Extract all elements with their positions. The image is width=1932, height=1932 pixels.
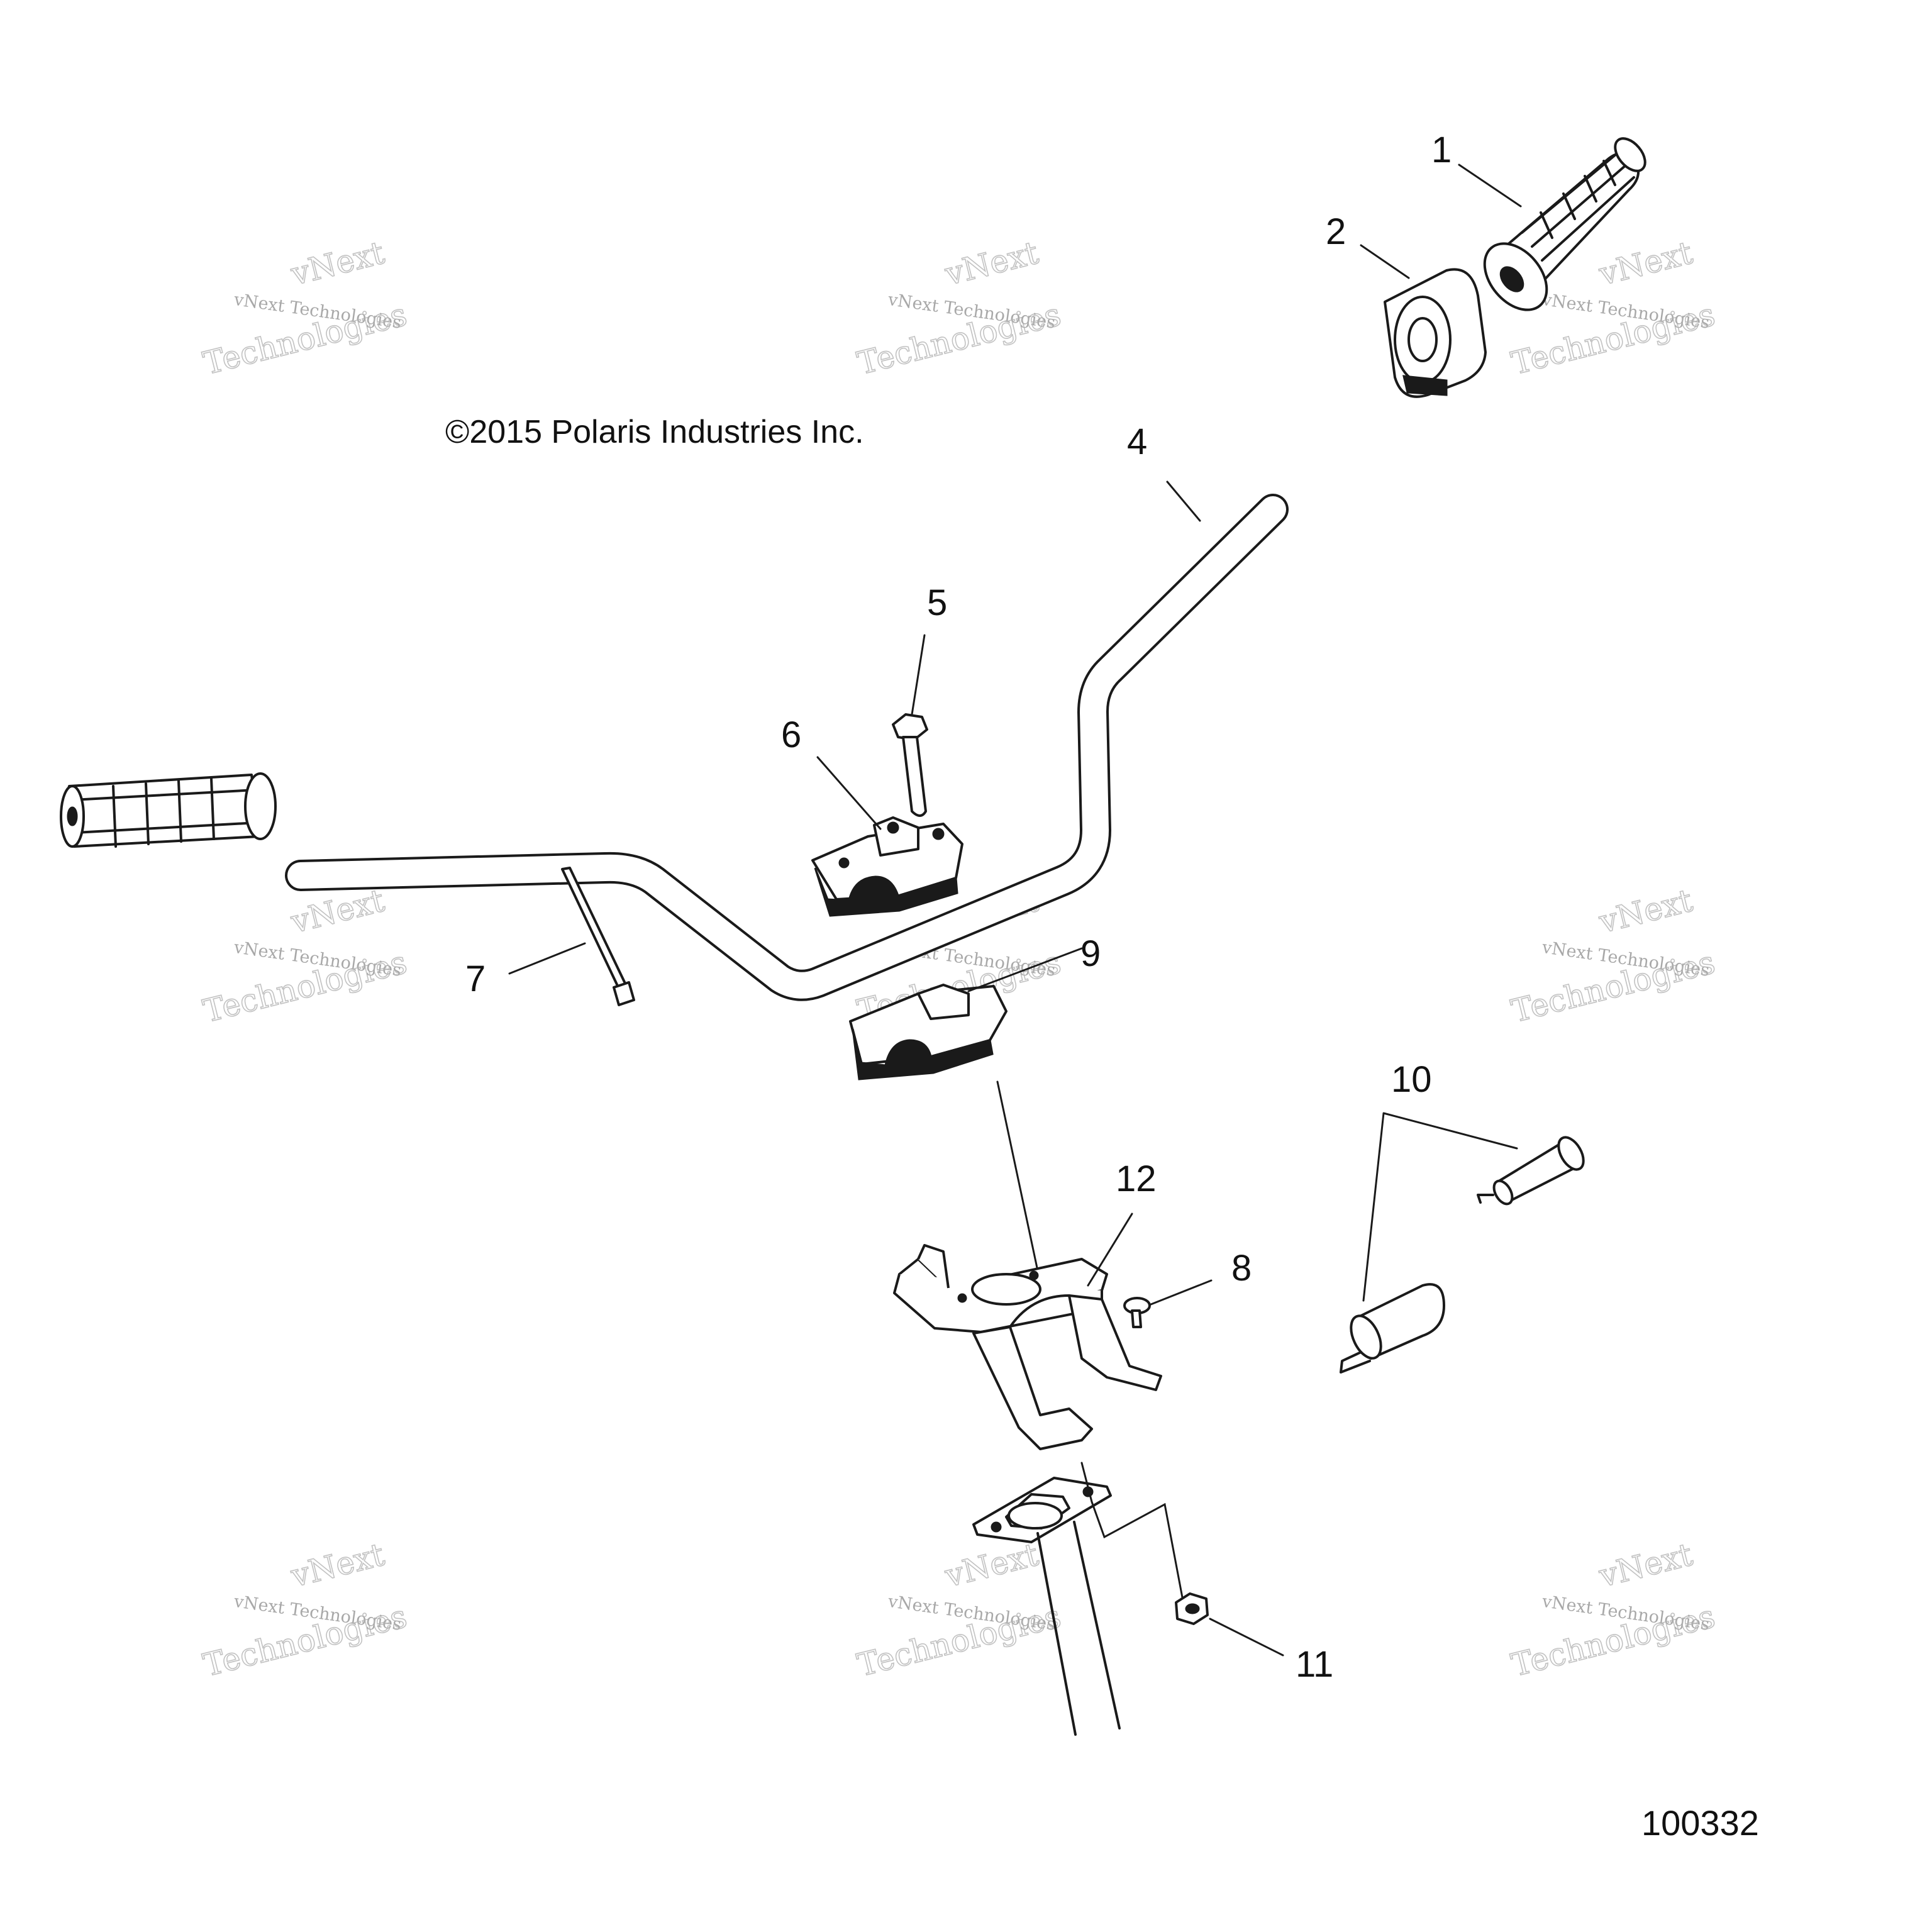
left-grip (60, 772, 277, 848)
watermark: vNext vNext Technologies Technologies (199, 882, 411, 1030)
watermark: vNext vNext Technologies Technologies (199, 234, 411, 382)
part-8-screw (1123, 1279, 1213, 1328)
copyright-text: ©2015 Polaris Industries Inc. (445, 414, 864, 450)
part-2-throttle-housing (1360, 244, 1487, 398)
callout-labels: 1 2 4 5 6 7 8 9 10 11 12 (465, 130, 1452, 1685)
callout-7: 7 (465, 958, 486, 999)
svg-text:vNext: vNext (941, 235, 1041, 293)
callout-6: 6 (781, 714, 801, 755)
callout-4: 4 (1127, 421, 1147, 462)
callout-10: 10 (1391, 1059, 1432, 1100)
part-5-bolt (892, 634, 928, 817)
part-4-handlebar (285, 480, 1289, 1001)
watermark: vNext vNext Technologies Technologies (1507, 1536, 1719, 1684)
watermark: vNext vNext Technologies Technologies (853, 234, 1065, 382)
part-11-nut (1175, 1592, 1284, 1657)
callout-1: 1 (1431, 130, 1452, 170)
callout-8: 8 (1231, 1248, 1252, 1289)
watermark-grid: vNext vNext Technologies Technologies vN… (199, 234, 1719, 1684)
watermark: vNext vNext Technologies Technologies (1507, 882, 1719, 1030)
part-7-cable-tie (508, 867, 635, 1006)
callout-12: 12 (1116, 1158, 1157, 1199)
callout-11: 11 (1296, 1644, 1333, 1685)
part-12-bracket (893, 1080, 1162, 1450)
part-1-right-grip (1458, 137, 1646, 311)
steering-post (972, 1462, 1184, 1736)
svg-text:vNext: vNext (1595, 882, 1696, 941)
callout-9: 9 (1080, 933, 1101, 974)
svg-text:vNext: vNext (1595, 1536, 1696, 1595)
svg-text:vNext: vNext (1595, 235, 1696, 293)
diagram-number: 100332 (1641, 1803, 1759, 1843)
svg-text:vNext: vNext (941, 1536, 1041, 1595)
callout-2: 2 (1326, 211, 1346, 252)
watermark: vNext vNext Technologies Technologies (853, 1536, 1065, 1684)
part-10-switch-assembly (1340, 1112, 1585, 1374)
svg-text:vNext: vNext (287, 1536, 387, 1595)
watermark: vNext vNext Technologies Technologies (199, 1536, 411, 1684)
part-6-upper-clamp (811, 756, 963, 917)
callout-5: 5 (927, 582, 947, 623)
svg-text:vNext: vNext (287, 235, 387, 293)
part-9-lower-clamp (849, 947, 1083, 1080)
